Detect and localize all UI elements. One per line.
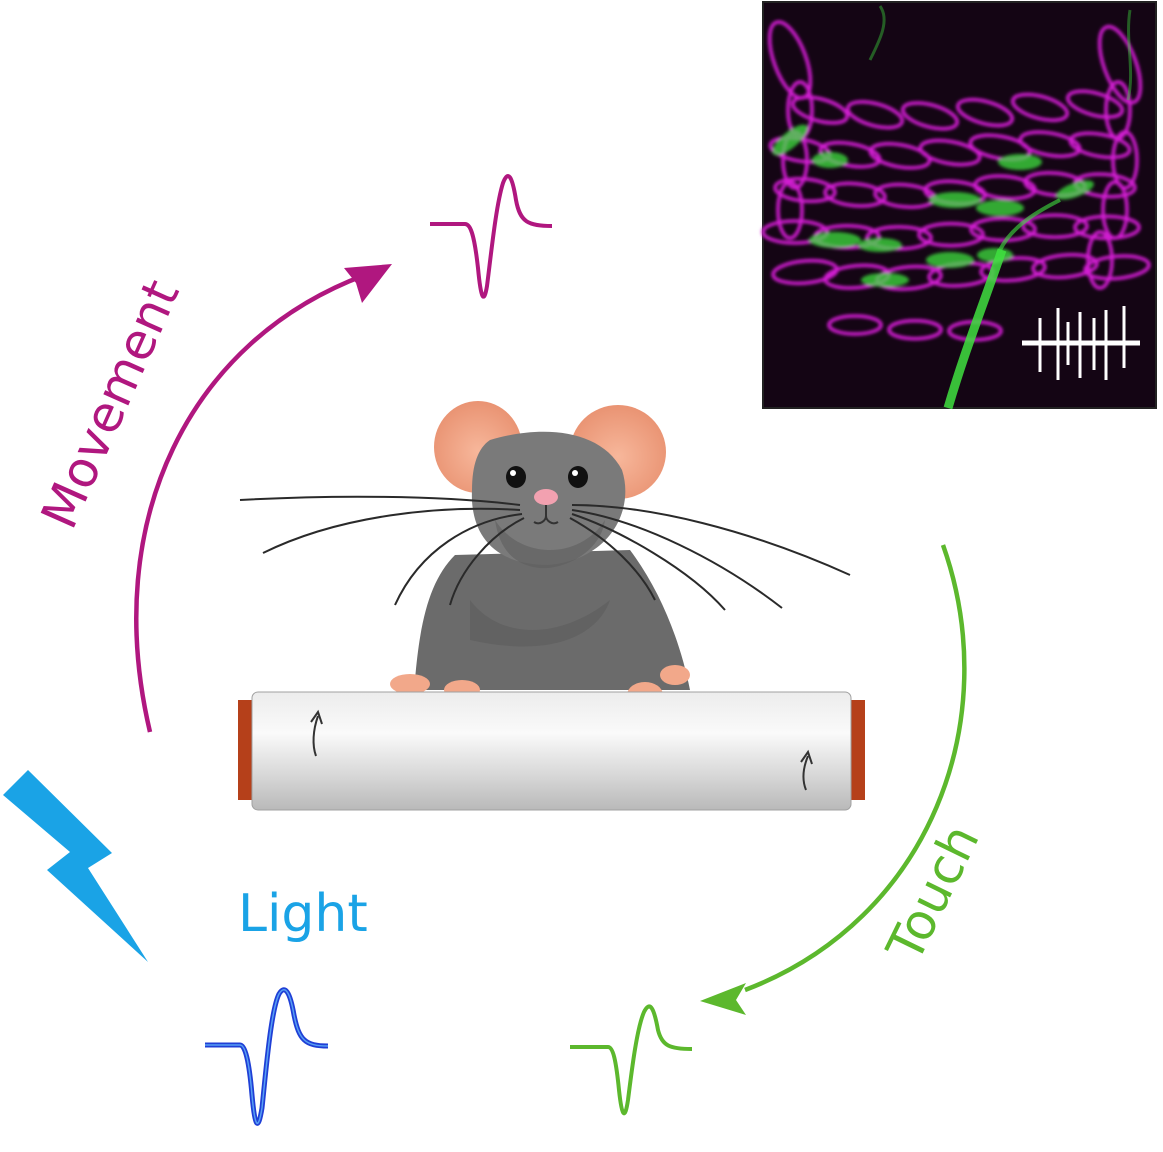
micrograph-cell — [773, 176, 837, 204]
micrograph-labelled-cell — [772, 124, 808, 156]
movement-arrowhead-icon — [344, 264, 392, 303]
mouse-illustration — [239, 401, 851, 708]
micrograph-cell — [1097, 24, 1143, 105]
micrograph-cell — [1066, 89, 1124, 119]
micrograph-cell — [1011, 92, 1069, 122]
micrograph-labelled-cell — [929, 192, 981, 208]
micrograph-labelled-cell — [861, 273, 909, 287]
micrograph-cell — [761, 219, 829, 245]
micrograph-cell — [1111, 130, 1139, 190]
rod-rotation-arrow-icon — [310, 709, 813, 791]
light-spike-waveform — [205, 987, 329, 1126]
micrograph-labelled-cell — [809, 232, 861, 248]
micrograph-labelled-cell — [858, 238, 902, 252]
spike-raster-icon — [1022, 306, 1140, 380]
light-label: Light — [238, 884, 368, 944]
touch-arrowhead-icon — [700, 983, 746, 1015]
micrograph-labelled-cell — [812, 152, 848, 168]
micrograph-cell — [865, 225, 933, 251]
micrograph-cell — [1031, 253, 1099, 280]
micrograph-cell — [823, 181, 887, 208]
micrograph-labelled-cell — [926, 252, 974, 268]
micrograph-cell — [887, 318, 943, 341]
micrograph-inset — [761, 1, 1157, 410]
lightning-bolt-icon — [3, 770, 148, 962]
micrograph-cell — [846, 100, 904, 130]
movement-arrow — [134, 264, 392, 733]
micrograph-labelled-cell — [976, 200, 1024, 216]
micrograph-cell — [917, 221, 985, 248]
micrograph-cell — [979, 256, 1047, 283]
touch-spike-waveform — [570, 1004, 693, 1116]
micrograph-cell — [1083, 254, 1151, 281]
micrograph-cell — [901, 101, 959, 131]
rotating-rod — [238, 691, 865, 811]
rod-body — [251, 691, 852, 811]
micrograph-cell — [791, 95, 849, 125]
micrograph-cell — [956, 97, 1014, 128]
micrograph-cell — [776, 180, 804, 240]
movement-spike-waveform — [430, 174, 553, 299]
micrograph-cell — [1068, 131, 1132, 160]
micrograph-labelled-cell — [1056, 180, 1094, 200]
micrograph-labelled-cell — [998, 154, 1042, 170]
micrograph-cell — [969, 216, 1037, 243]
micrograph-cell — [1086, 230, 1114, 290]
green-fiber — [943, 248, 1007, 410]
micrograph-cell — [868, 142, 932, 170]
micrograph-cell — [1021, 213, 1089, 239]
micrograph-cell — [1101, 180, 1129, 240]
micrograph-cell — [968, 133, 1032, 162]
touch-label: Touch — [875, 816, 990, 971]
micrograph-cells — [761, 20, 1151, 342]
micrograph-cell — [918, 138, 982, 167]
micrograph-cell — [827, 314, 883, 336]
movement-label: Movement — [30, 271, 191, 537]
touch-arrow — [700, 544, 967, 1015]
